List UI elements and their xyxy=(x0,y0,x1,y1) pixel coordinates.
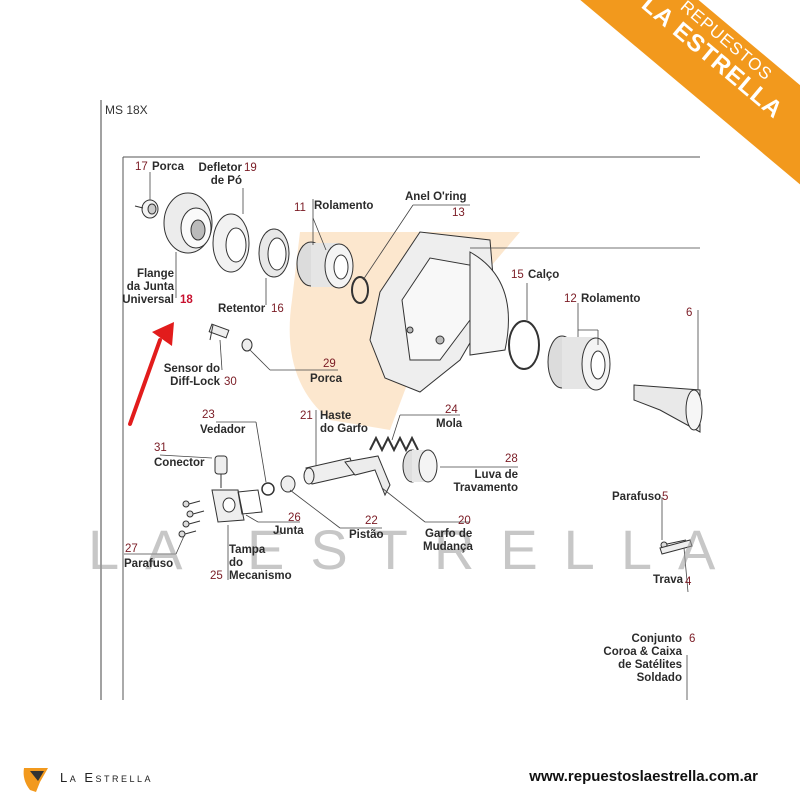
part-number: 4 xyxy=(685,576,692,588)
deflector-19-part xyxy=(212,213,250,273)
part-label: Anel O'ring xyxy=(405,191,467,203)
nut-29-part xyxy=(241,338,253,352)
part-number: 27 xyxy=(125,543,138,555)
shaft-6-part xyxy=(633,384,703,433)
la-estrella-logo-icon xyxy=(23,768,48,792)
part-label: Conector xyxy=(154,457,205,469)
part-label: Porca xyxy=(310,373,342,385)
nut-17-part xyxy=(134,199,159,219)
cover-25-part xyxy=(211,489,245,523)
part-label: Travamento xyxy=(453,482,518,494)
part-label: da Junta xyxy=(126,281,174,293)
part-number: 28 xyxy=(505,453,518,465)
piston-22-part xyxy=(280,475,296,493)
part-number: 13 xyxy=(452,207,465,219)
part-number: 24 xyxy=(445,404,458,416)
fork-rod-21-part xyxy=(303,457,357,485)
part-number: 16 xyxy=(271,303,284,315)
seal-16-part xyxy=(258,228,290,278)
gasket-26-part xyxy=(237,489,263,515)
housing-part xyxy=(369,231,509,393)
part-number: 11 xyxy=(294,202,306,214)
part-label: do xyxy=(229,557,244,569)
part-label: Defletor xyxy=(198,162,242,174)
bearing-12-part xyxy=(547,335,611,391)
part-number: 6 xyxy=(686,307,693,319)
part-label: de Pó xyxy=(210,175,242,187)
part-number: 6 xyxy=(689,633,696,645)
part-label: Porca xyxy=(152,161,184,173)
part-number: 17 xyxy=(135,161,148,173)
part-label: Parafuso xyxy=(124,558,174,570)
flange-18-part xyxy=(163,192,213,254)
sealer-23-part xyxy=(261,482,275,496)
part-number: 29 xyxy=(323,358,336,370)
part-number: 19 xyxy=(244,162,257,174)
part-label: Parafuso xyxy=(612,491,662,503)
connector-31-part xyxy=(214,455,228,488)
footer-url-link[interactable]: www.repuestoslaestrella.com.ar xyxy=(529,768,758,785)
bearing-11-part xyxy=(296,241,354,289)
part-label: Rolamento xyxy=(581,293,641,305)
part-label: Sensor do xyxy=(163,363,220,375)
part-label: Mola xyxy=(436,418,463,430)
shim-15-part xyxy=(508,320,540,370)
screws-27-part xyxy=(178,500,205,538)
footer-brand: La Estrella xyxy=(60,770,154,785)
part-label: Conjunto xyxy=(631,633,682,645)
part-label: Pistão xyxy=(349,529,384,541)
part-number: 18 xyxy=(180,294,193,306)
part-label: Haste xyxy=(320,410,352,422)
part-label: Trava xyxy=(653,574,684,586)
part-number: 20 xyxy=(458,515,471,527)
part-label: Vedador xyxy=(200,424,246,436)
part-label: Garfo de xyxy=(425,528,473,540)
sliding-sleeve-28-part xyxy=(402,449,438,483)
red-arrow-icon xyxy=(128,322,174,426)
watermark-text: LA ESTRELLA xyxy=(88,518,742,581)
part-number: 23 xyxy=(202,409,215,421)
sensor-30-part xyxy=(208,323,230,341)
part-number: 30 xyxy=(224,376,237,388)
part-label: Flange xyxy=(136,268,174,280)
screw-lock-part xyxy=(659,539,693,555)
oring-13-part xyxy=(351,276,369,304)
part-label: Diff-Lock xyxy=(170,376,220,388)
part-label: Mudança xyxy=(423,541,473,553)
part-label: Tampa xyxy=(229,544,266,556)
part-number: 22 xyxy=(365,515,378,527)
part-label: Junta xyxy=(273,525,304,537)
shift-fork-20-part xyxy=(344,455,391,497)
part-label: Mecanismo xyxy=(229,570,292,582)
part-label: Retentor xyxy=(218,303,266,315)
part-number: 15 xyxy=(511,269,524,281)
part-label: Soldado xyxy=(636,672,682,684)
part-number: 26 xyxy=(288,512,301,524)
part-label: de Satélites xyxy=(618,659,682,671)
part-number: 21 xyxy=(300,410,313,422)
part-number: 31 xyxy=(154,442,167,454)
spring-24-part xyxy=(369,435,419,453)
part-number: 25 xyxy=(210,570,223,582)
part-label: Rolamento xyxy=(314,200,374,212)
part-label: Calço xyxy=(528,269,560,281)
part-label: Coroa & Caixa xyxy=(603,646,682,658)
part-label: Luva de xyxy=(474,469,518,481)
part-number: 12 xyxy=(564,293,577,305)
model-title: MS 18X xyxy=(105,103,148,117)
part-label: do Garfo xyxy=(320,423,368,435)
part-number: 5 xyxy=(662,491,669,503)
part-label: Universal xyxy=(122,294,174,306)
